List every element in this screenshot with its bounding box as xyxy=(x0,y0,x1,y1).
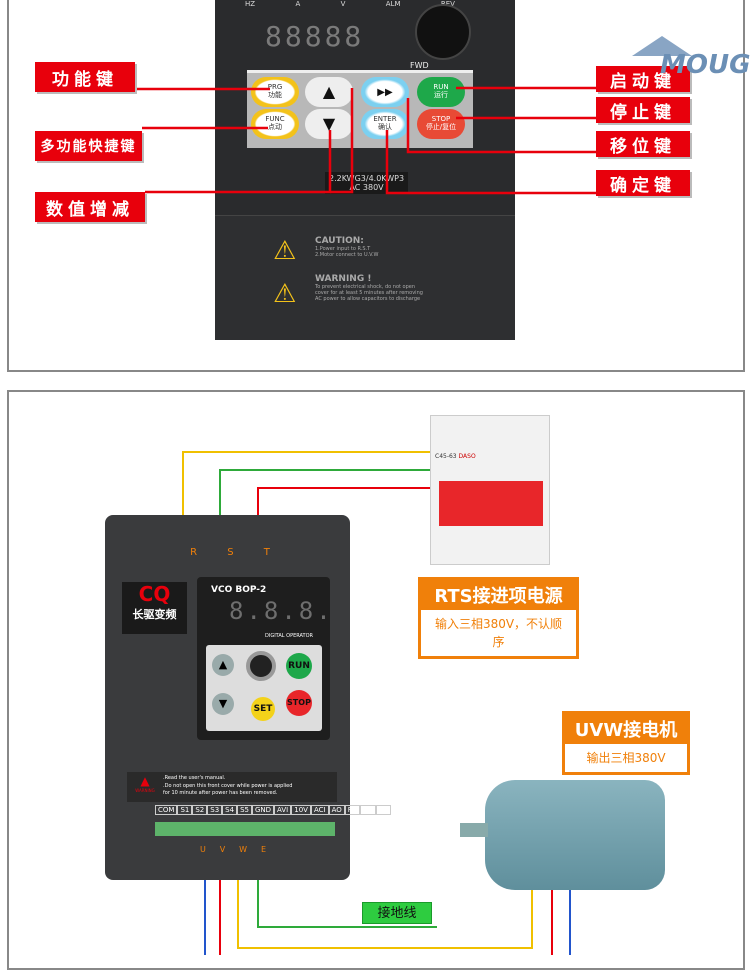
control-terminal-label: COM xyxy=(155,805,178,815)
label-start-key: 启动键 xyxy=(596,66,690,92)
up-key[interactable]: ▲ xyxy=(305,77,353,107)
set-button[interactable]: SET xyxy=(251,697,275,721)
control-terminal-label: RB xyxy=(360,805,376,815)
callout-lines xyxy=(135,86,596,195)
brand-logo: CQ 长驱变频 xyxy=(122,582,187,634)
control-terminal-label: 10V xyxy=(291,805,311,815)
power-input-callout: RTS接进项电源 输入三相380V，不认顺序 xyxy=(418,577,579,659)
label-enter-key: 确定键 xyxy=(596,170,690,196)
warning-text: WARNING ! To prevent electrical shock, d… xyxy=(315,274,423,302)
ground-wire-label: 接地线 xyxy=(362,902,432,924)
operator-panel: VCO BOP-2 8.8.8. DIGITAL OPERATOR ▲ ▼ RU… xyxy=(197,577,331,740)
label-function-key: 功能键 xyxy=(35,62,135,92)
caution-area: ⚠ CAUTION: 1.Power input to R.S.T 2.Moto… xyxy=(215,215,515,340)
fwd-label: FWD xyxy=(410,61,429,70)
label-multifunction-key: 多功能快捷键 xyxy=(35,131,142,161)
control-terminal-label: AO xyxy=(328,805,345,815)
control-terminal-label: S5 xyxy=(237,805,252,815)
motor-shaft xyxy=(460,823,488,837)
control-terminal-label: S2 xyxy=(192,805,208,815)
moug-logo: MOUG xyxy=(632,36,750,82)
breaker-switch[interactable] xyxy=(439,481,543,526)
output-terminal-labels: U V W E xyxy=(199,845,266,854)
warning-label: ▲WARNING .Read the user's manual. .Do no… xyxy=(127,772,337,802)
logo-roof-icon xyxy=(632,36,692,56)
control-terminal-label: ACI xyxy=(310,805,329,815)
up-button[interactable]: ▲ xyxy=(212,654,234,676)
control-terminal-label: RC xyxy=(375,805,392,815)
caution-text: CAUTION: 1.Power input to R.S.T 2.Motor … xyxy=(315,236,379,258)
speed-knob[interactable] xyxy=(415,4,471,60)
inverter-drive: R S T CQ 长驱变频 VCO BOP-2 8.8.8. DIGITAL O… xyxy=(105,515,392,880)
motor-output-callout: UVW接电机 输出三相380V xyxy=(562,711,690,775)
control-terminal-label: S3 xyxy=(207,805,223,815)
input-terminal-labels: R S T xyxy=(190,547,270,558)
caution-warning-icon: ⚠ xyxy=(273,236,297,266)
motor xyxy=(485,780,665,890)
led-display: 8.8.8. xyxy=(229,597,334,625)
circuit-breaker: C45-63 DASO xyxy=(430,415,550,565)
stop-button[interactable]: STOP xyxy=(286,690,312,716)
control-terminal-block xyxy=(155,822,335,836)
led-display: 88888 xyxy=(265,20,365,53)
down-button[interactable]: ▼ xyxy=(212,693,234,715)
label-shift-key: 移位键 xyxy=(596,131,690,157)
warning-icon: ▲WARNING xyxy=(135,774,155,793)
shift-key[interactable]: ▶▶ xyxy=(361,77,409,107)
control-terminal-label: S4 xyxy=(222,805,238,815)
label-value-keys: 数值增减 xyxy=(35,192,145,222)
control-terminal-label: GND xyxy=(251,805,275,815)
knob[interactable] xyxy=(246,651,276,681)
keypad: ▲ ▼ RUN STOP SET xyxy=(206,645,322,731)
label-stop-key: 停止键 xyxy=(596,97,690,123)
shock-warning-icon: ⚠ xyxy=(273,279,297,309)
run-button[interactable]: RUN xyxy=(286,653,312,679)
control-terminal-label: S1 xyxy=(177,805,193,815)
control-terminal-label: RA xyxy=(344,805,361,815)
control-terminal-label: AVI xyxy=(274,805,292,815)
